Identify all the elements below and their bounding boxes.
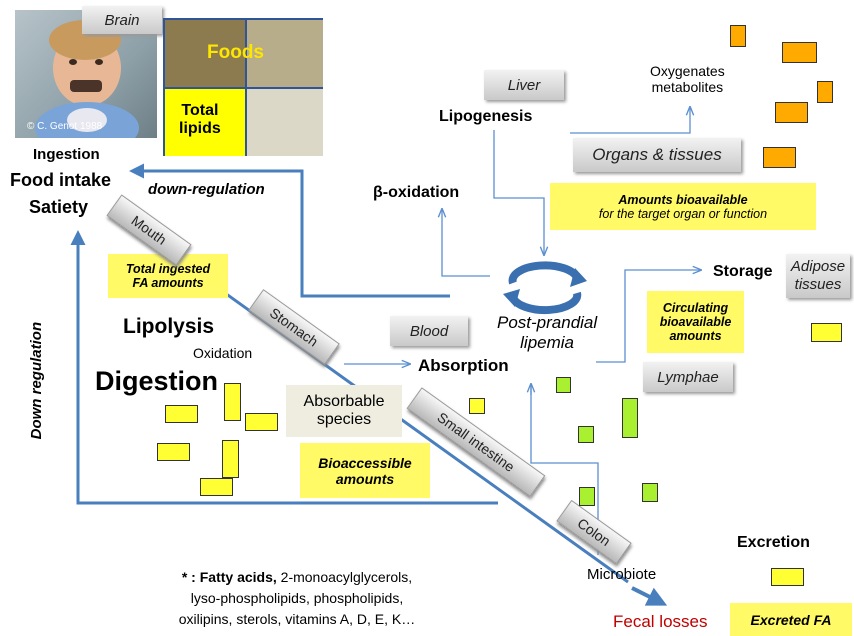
down-regulation-arrow-left xyxy=(70,230,498,505)
brain-tag: Brain xyxy=(82,6,162,34)
fa-block xyxy=(771,568,804,586)
lymph-block xyxy=(578,426,594,443)
oxygenates-label: Oxygenates metabolites xyxy=(650,63,725,96)
blood-tag: Blood xyxy=(390,316,468,346)
liver-to-lipemia-arrow xyxy=(493,130,544,254)
lymphae-tag: Lymphae xyxy=(643,362,733,392)
down-regulation-top-label: down-regulation xyxy=(148,181,265,198)
cycle-arrow-bottom xyxy=(509,291,582,315)
oxygenate-block xyxy=(817,81,833,103)
fa-block xyxy=(222,440,239,478)
organs-tissues-tag: Organs & tissues xyxy=(573,138,741,172)
oxygenate-block xyxy=(782,42,817,63)
total-lipids-label: Total lipids xyxy=(179,102,221,138)
bioaccessible-box: Bioaccessible amounts xyxy=(300,443,430,498)
child-eating-photo: © C. Genot 1988 xyxy=(15,10,157,154)
oxygenate-block xyxy=(775,102,808,123)
absorbable-species-box: Absorbable species xyxy=(286,385,402,437)
storage-label: Storage xyxy=(713,263,773,280)
oxygenates-arrow xyxy=(570,108,690,134)
lymph-block xyxy=(579,487,595,506)
lymph-block xyxy=(622,398,638,438)
footnote: * : Fatty acids, 2-monoacylglycerols, ly… xyxy=(178,569,416,627)
foods-label: Foods xyxy=(207,42,264,63)
fa-block xyxy=(245,413,278,431)
beta-oxidation-arrow xyxy=(442,210,490,277)
oxidation-label: Oxidation xyxy=(193,345,253,361)
total-lipids-cell xyxy=(165,87,245,156)
microbiote-to-absorption-arrow xyxy=(531,385,599,555)
fecal-loss-arrow xyxy=(631,586,668,606)
excretion-label: Excretion xyxy=(737,534,810,551)
total-ingested-box: Total ingested FA amounts xyxy=(108,254,228,298)
fa-block xyxy=(200,478,233,496)
down-regulation-arrow-top xyxy=(129,163,450,298)
lymph-block xyxy=(642,483,658,502)
oxygenate-block xyxy=(730,25,746,47)
oxygenate-block xyxy=(763,147,796,168)
ingestion-label: Ingestion xyxy=(33,146,100,163)
absorption-label: Absorption xyxy=(418,356,509,375)
satiety-label: Satiety xyxy=(29,197,89,217)
foods-cell xyxy=(165,20,245,87)
beta-oxidation-label: β-oxidation xyxy=(373,184,460,201)
fa-block xyxy=(469,398,485,414)
lipolysis-label: Lipolysis xyxy=(123,315,215,338)
microbiote-label: Microbiote xyxy=(587,566,657,583)
adipose-tissues-tag: Adipose tissues xyxy=(786,254,850,298)
photo-credit: © C. Genot 1988 xyxy=(27,121,103,132)
food-intake-label: Food intake xyxy=(10,170,112,190)
excreted-fa-box: Excreted FA xyxy=(730,603,852,636)
post-prandial-label: Post-prandial lipemia xyxy=(497,313,598,352)
down-regulation-left-label: Down regulation xyxy=(28,321,46,440)
fa-block xyxy=(165,405,198,423)
liver-tag: Liver xyxy=(484,70,564,100)
fa-block xyxy=(224,383,241,421)
cycle-arrow-top xyxy=(508,261,581,285)
digestion-label: Digestion xyxy=(95,366,219,396)
circulating-amounts-box: Circulating bioavailable amounts xyxy=(647,291,744,353)
fa-block xyxy=(811,323,842,342)
amounts-bioavailable-box: Amounts bioavailable for the target orga… xyxy=(550,183,816,230)
fecal-losses-label: Fecal losses xyxy=(613,612,708,631)
lipogenesis-label: Lipogenesis xyxy=(439,108,533,125)
lymph-block xyxy=(556,377,571,393)
foods-grid: Foods Total lipids xyxy=(163,18,323,156)
storage-arrow xyxy=(596,270,700,363)
fa-block xyxy=(157,443,190,461)
